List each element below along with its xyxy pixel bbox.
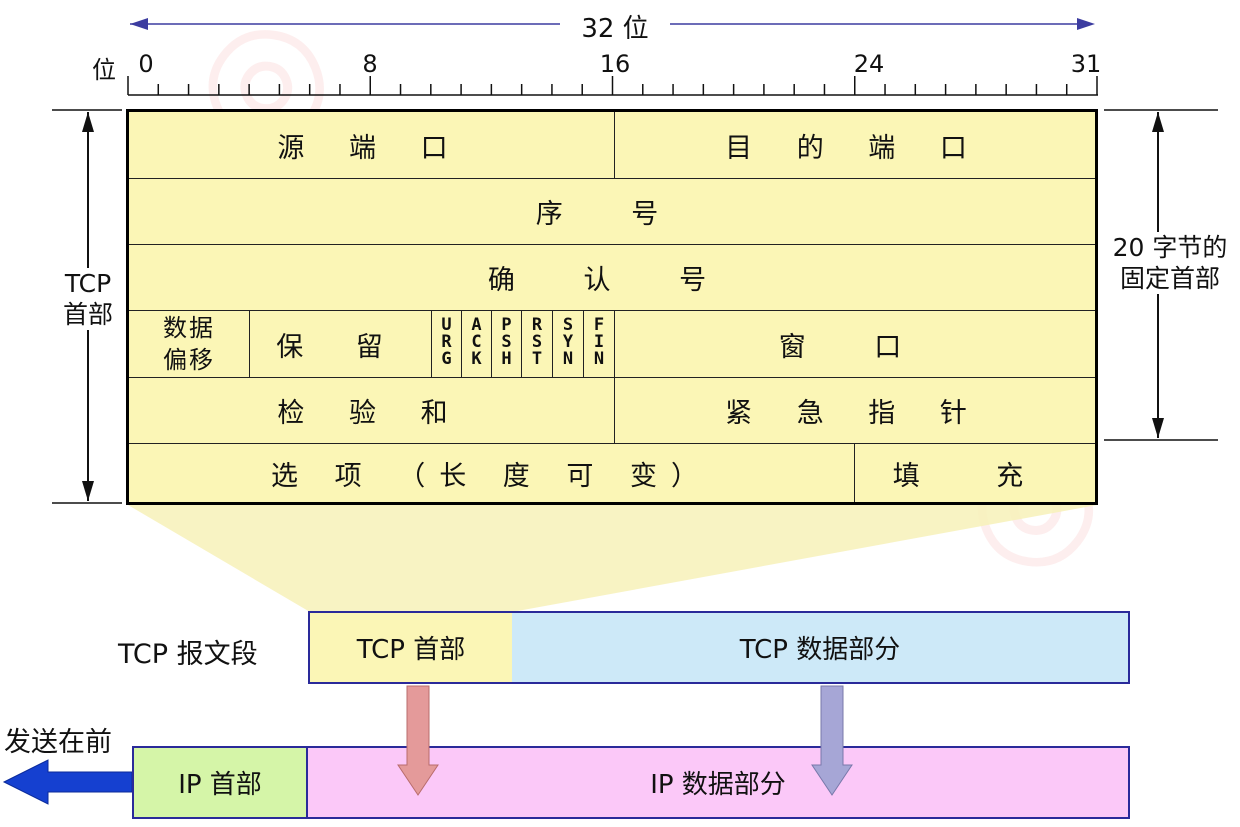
tcp-segment-data-box: TCP 数据部分 [512,611,1130,684]
bit-mark-8: 8 [362,50,378,78]
ip-header-box: IP 首部 [132,746,308,819]
row-sequence: 序 号 [129,179,1095,245]
flag-ack: A C K [461,311,491,377]
sequence-number-field: 序 号 [535,199,689,230]
flag-fin: F I N [583,311,614,377]
window-field: 窗 口 [614,311,1095,377]
options-field: 选 项 （长 度 可 变） [271,460,712,492]
row-checksum-urgent: 检 验 和 紧 急 指 针 [129,378,1095,444]
flag-rst: R S T [521,311,552,377]
tcp-segment-header-box: TCP 首部 [308,611,512,684]
row-options-padding: 选 项 （长 度 可 变） 填 充 [129,444,1095,502]
bit-mark-16: 16 [599,50,631,78]
destination-port-field: 目 的 端 口 [614,112,1095,178]
bit-mark-0: 0 [138,50,154,78]
flag-psh: P S H [491,311,521,377]
flag-syn: S Y N [552,311,583,377]
row-ports: 源 端 口 目 的 端 口 [129,112,1095,179]
tcp-header-table: 源 端 口 目 的 端 口 序 号 确 认 号 数据 偏移 保 留 U R G … [126,109,1098,505]
row-offset-flags-window: 数据 偏移 保 留 U R G A C K P S H R S T S Y N … [129,311,1095,378]
tcp-segment-label: TCP 报文段 [118,639,258,670]
header-down-arrow [397,685,439,796]
ruler-title: 32 位 [560,8,670,44]
flag-urg: U R G [431,311,461,377]
tcp-segment-data-label: TCP 数据部分 [739,635,901,665]
fixed-header-side-label: 20 字节的 固定首部 [1102,232,1238,294]
ip-data-label: IP 数据部分 [650,770,786,800]
data-down-arrow [811,685,853,796]
data-offset-field: 数据 偏移 [163,314,215,374]
reserved-field: 保 留 [249,311,431,377]
ack-number-field: 确 认 号 [487,265,737,296]
source-port-field: 源 端 口 [277,132,466,164]
tcp-header-side-label: TCP 首部 [55,268,121,330]
bit-mark-31: 31 [1070,50,1102,78]
ip-data-box: IP 数据部分 [306,746,1130,819]
bit-mark-24: 24 [853,50,885,78]
padding-field: 填 充 [854,444,1095,502]
tcp-segment-header-label: TCP 首部 [356,635,466,665]
row-ack: 确 认 号 [129,245,1095,311]
ip-header-label: IP 首部 [178,770,262,800]
send-first-label: 发送在前 [4,727,112,758]
urgent-pointer-field: 紧 急 指 针 [614,378,1095,443]
checksum-field: 检 验 和 [277,398,466,429]
bit-word-label: 位 [92,56,116,84]
